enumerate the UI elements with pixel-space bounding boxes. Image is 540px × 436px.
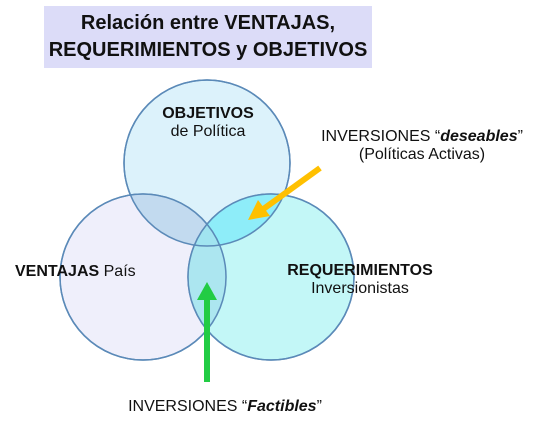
arrow-deseables-shaft <box>260 165 322 213</box>
annotation-deseables: INVERSIONES “deseables” (Políticas Activ… <box>306 128 538 164</box>
annotation-factibles-prefix: INVERSIONES “ <box>128 398 248 415</box>
title-line-1: Relación entre VENTAJAS, <box>80 12 336 34</box>
annotation-factibles-emph: Factibles <box>247 398 317 415</box>
label-requerimientos-bold: REQUERIMIENTOS <box>287 262 433 279</box>
arrow-factibles-head <box>197 282 217 300</box>
annotation-deseables-emph: deseables <box>440 128 518 145</box>
annotation-factibles: INVERSIONES “Factibles” <box>100 398 350 416</box>
label-ventajas: VENTAJAS País <box>15 263 136 281</box>
annotation-deseables-prefix: INVERSIONES “ <box>321 128 441 145</box>
label-objetivos: OBJETIVOS de Política <box>150 105 266 141</box>
annotation-deseables-line2: (Políticas Activas) <box>358 146 486 163</box>
label-ventajas-bold: VENTAJAS <box>15 263 100 280</box>
title-box: Relación entre VENTAJAS, REQUERIMIENTOS … <box>44 6 372 68</box>
annotation-deseables-suffix: ” <box>517 128 523 145</box>
label-ventajas-rest: País <box>103 263 136 280</box>
label-objetivos-rest: de Política <box>170 123 246 140</box>
overlap-objetivos-requerimientos <box>188 194 290 246</box>
label-requerimientos-rest: Inversionistas <box>311 280 409 297</box>
label-objetivos-bold: OBJETIVOS <box>162 105 254 122</box>
label-requerimientos: REQUERIMIENTOS Inversionistas <box>280 262 440 298</box>
arrow-deseables-head <box>248 200 270 220</box>
overlap-objetivos-ventajas <box>124 194 226 246</box>
annotation-factibles-suffix: ” <box>316 398 322 415</box>
title-line-2: REQUERIMIENTOS y OBJETIVOS <box>48 39 368 61</box>
